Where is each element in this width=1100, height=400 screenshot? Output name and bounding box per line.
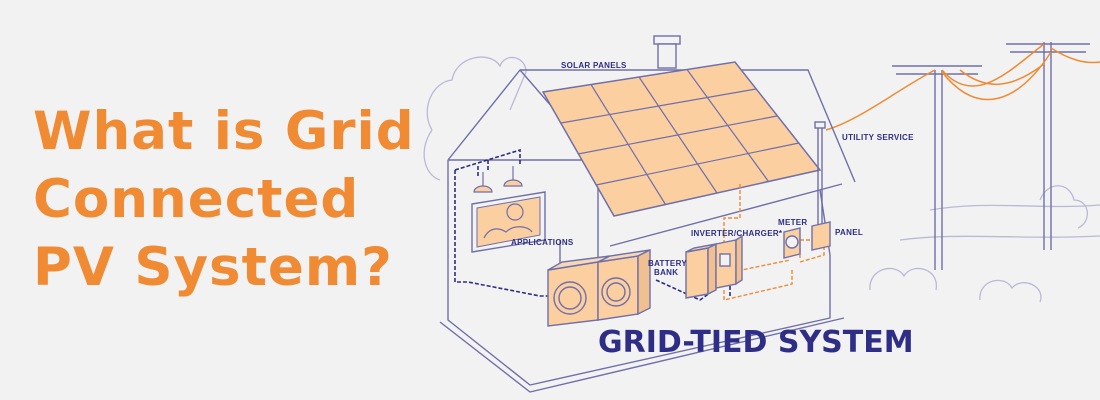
label-bank: BANK	[654, 268, 678, 277]
meter-box	[783, 227, 801, 259]
headline-line-3: PV System?	[33, 237, 393, 298]
background-trees	[423, 56, 1100, 303]
dc-wiring	[454, 148, 731, 301]
label-utility-service: UTILITY SERVICE	[842, 133, 914, 142]
label-meter: METER	[778, 218, 808, 227]
ceiling-lights	[473, 166, 523, 193]
solar-panels	[541, 61, 822, 217]
utility-poles	[892, 42, 1090, 270]
headline-line-2: Connected	[33, 169, 360, 230]
tv-screen	[471, 191, 546, 253]
label-panel: PANEL	[835, 228, 863, 237]
label-inverter-charger: INVERTER/CHARGER*	[691, 229, 783, 238]
washer-dryer	[547, 248, 651, 327]
house-outline	[439, 69, 856, 393]
label-solar-panels: SOLAR PANELS	[561, 61, 627, 70]
inverter-charger	[715, 234, 743, 289]
headline-line-1: What is Grid	[33, 101, 415, 162]
headline: What is Grid Connected PV System?	[33, 98, 415, 302]
battery-bank	[685, 242, 717, 299]
power-lines	[825, 43, 1100, 131]
chimney	[653, 35, 681, 69]
label-applications: APPLICATIONS	[511, 238, 574, 247]
solar-panel-array	[541, 61, 822, 217]
electrical-panel	[811, 221, 831, 251]
diagram-title: GRID-TIED SYSTEM	[598, 325, 914, 360]
service-mast	[814, 121, 826, 226]
label-battery: BATTERY	[648, 259, 687, 268]
